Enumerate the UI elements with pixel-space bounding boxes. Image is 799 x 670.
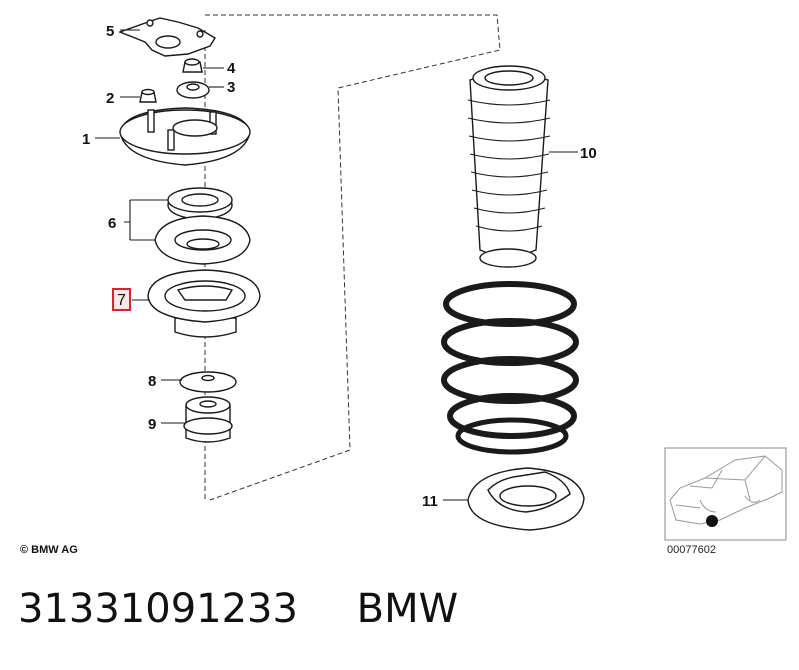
callout-7-highlight-box (112, 288, 131, 311)
part-5-top-mount[interactable] (118, 17, 216, 57)
part-4-nut[interactable] (182, 58, 203, 73)
part-3-washer[interactable] (176, 81, 210, 99)
part-6-lower-ring[interactable] (154, 215, 251, 265)
assembly-outline (205, 14, 501, 501)
callout-7[interactable]: 7 (117, 292, 126, 309)
callout-8: 8 (148, 373, 156, 390)
callout-1: 1 (82, 131, 90, 148)
part-8-cap[interactable] (179, 371, 237, 393)
coil-spring (441, 281, 579, 455)
car-silhouette-icon (669, 455, 783, 525)
part-11-spring-pad[interactable] (467, 467, 585, 531)
part-number: 31331091233 (18, 586, 298, 632)
diagram-reference-number: 00077602 (667, 544, 716, 556)
leader-6 (124, 199, 168, 241)
vehicle-location-thumbnail[interactable] (664, 447, 787, 541)
callout-11: 11 (422, 493, 438, 510)
part-6-upper-ring[interactable] (167, 187, 233, 220)
callout-6: 6 (108, 215, 116, 232)
callout-3: 3 (227, 79, 235, 96)
callout-2: 2 (106, 90, 114, 107)
copyright-notice: © BMW AG (20, 544, 78, 556)
callout-9: 9 (148, 416, 156, 433)
part-1-strut-mount[interactable] (119, 107, 251, 166)
location-marker-icon (706, 515, 718, 527)
brand-name: BMW (356, 586, 459, 632)
part-10-dust-boot[interactable] (467, 65, 551, 268)
part-7-spring-seat[interactable] (147, 269, 261, 338)
part-number-caption: 31331091233 BMW (18, 586, 458, 632)
callout-10: 10 (580, 145, 597, 162)
callout-5: 5 (106, 23, 114, 40)
callout-4: 4 (227, 60, 236, 77)
part-9-bump-stop[interactable] (183, 396, 233, 443)
part-2-collar-nut[interactable] (139, 88, 157, 103)
